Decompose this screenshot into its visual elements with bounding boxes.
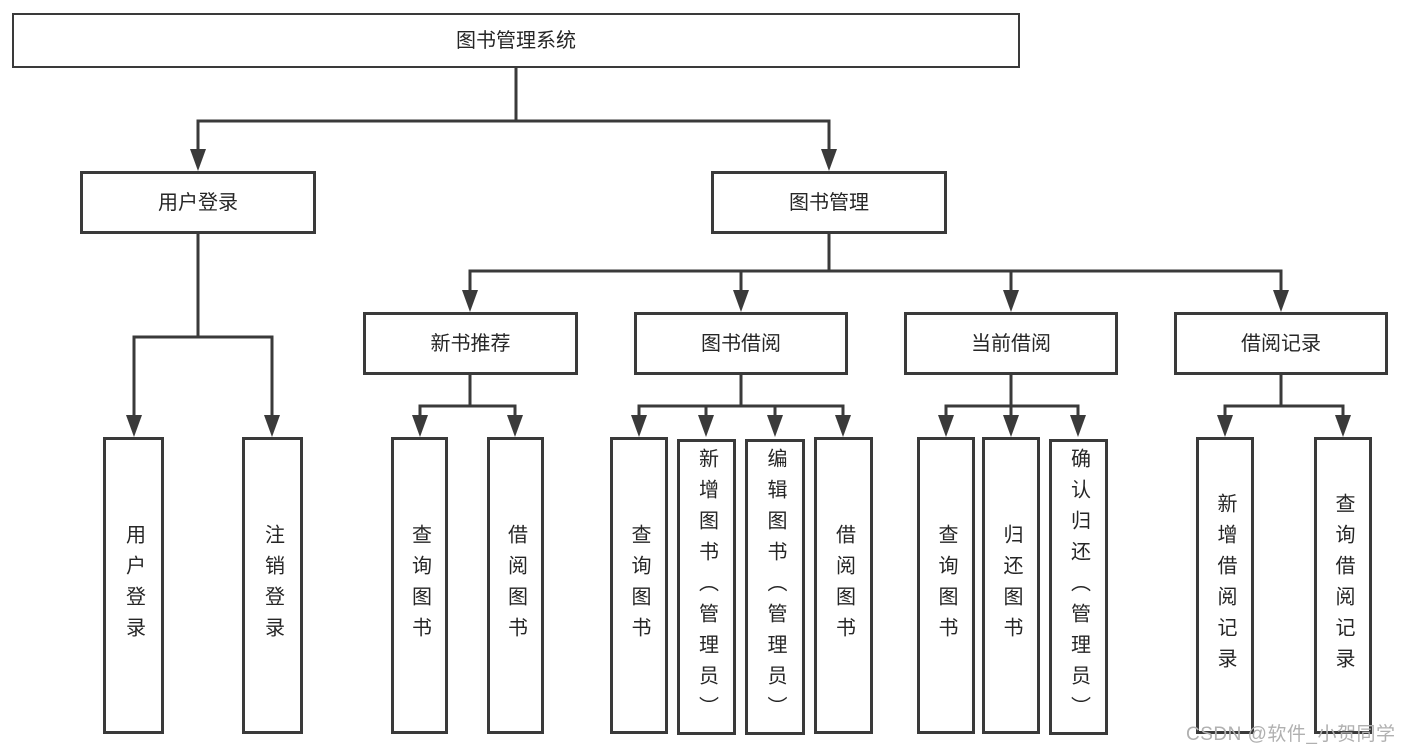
arrowhead	[821, 149, 837, 171]
node-leaf-borrow-books-2: 借阅图书	[814, 437, 873, 734]
connector-user-login-to-leaves	[126, 232, 280, 437]
arrowhead	[938, 415, 954, 437]
arrowhead	[733, 290, 749, 312]
arrowhead	[835, 415, 851, 437]
node-leaf-add-borrow-record: 新增借阅记录	[1196, 437, 1254, 734]
node-borrowing-records: 借阅记录	[1174, 312, 1388, 375]
connector-root-to-level2	[190, 66, 837, 171]
arrowhead	[507, 415, 523, 437]
arrowhead	[126, 415, 142, 437]
node-leaf-query-books-1: 查询图书	[391, 437, 448, 734]
node-leaf-query-borrow-record: 查询借阅记录	[1314, 437, 1372, 734]
node-leaf-logout: 注销登录	[242, 437, 303, 734]
node-leaf-confirm-return-admin: 确认归还（管理员）	[1049, 439, 1108, 735]
connector-book-borrow-to-leaves	[631, 373, 851, 437]
node-leaf-borrow-books-1: 借阅图书	[487, 437, 544, 734]
arrowhead	[767, 415, 783, 437]
arrowhead	[264, 415, 280, 437]
leaf-label: 查询图书	[628, 523, 650, 648]
arrowhead	[1070, 415, 1086, 437]
node-current-borrowing: 当前借阅	[904, 312, 1118, 375]
node-book-borrowing: 图书借阅	[634, 312, 848, 375]
arrowhead	[412, 415, 428, 437]
arrowhead	[1003, 415, 1019, 437]
leaf-label: 查询图书	[935, 523, 957, 648]
leaf-label: 确认归还（管理员）	[1067, 447, 1090, 727]
connector-new-book-rec-to-leaves	[412, 373, 523, 437]
node-leaf-user-login: 用户登录	[103, 437, 164, 734]
arrowhead	[631, 415, 647, 437]
leaf-label: 注销登录	[261, 523, 284, 648]
leaf-label: 归还图书	[1000, 523, 1022, 648]
node-leaf-query-books-3: 查询图书	[917, 437, 975, 734]
node-new-book-recommendation: 新书推荐	[363, 312, 578, 375]
arrowhead	[1335, 415, 1351, 437]
csdn-watermark: CSDN @软件_小贺同学	[1186, 724, 1396, 745]
connector-borrow-records-to-leaves	[1217, 373, 1351, 437]
arrowhead	[462, 290, 478, 312]
arrowhead	[1217, 415, 1233, 437]
leaf-label: 借阅图书	[832, 523, 855, 648]
connector-current-borrow-to-leaves	[938, 373, 1086, 437]
leaf-label: 新增借阅记录	[1214, 492, 1236, 679]
node-leaf-query-books-2: 查询图书	[610, 437, 668, 734]
node-user-login: 用户登录	[80, 171, 316, 234]
leaf-label: 编辑图书（管理员）	[764, 447, 786, 727]
leaf-label: 借阅图书	[504, 523, 527, 648]
connector-book-mgmt-to-level3	[462, 232, 1289, 312]
leaf-label: 查询图书	[408, 523, 431, 648]
node-leaf-edit-books-admin: 编辑图书（管理员）	[745, 439, 805, 735]
node-leaf-return-books: 归还图书	[982, 437, 1040, 734]
arrowhead	[1273, 290, 1289, 312]
leaf-label: 用户登录	[122, 523, 145, 648]
node-leaf-add-books-admin: 新增图书（管理员）	[677, 439, 736, 735]
arrowhead	[698, 415, 714, 437]
arrowhead	[190, 149, 206, 171]
leaf-label: 查询借阅记录	[1332, 492, 1354, 679]
node-book-management: 图书管理	[711, 171, 947, 234]
arrowhead	[1003, 290, 1019, 312]
leaf-label: 新增图书（管理员）	[695, 447, 718, 727]
node-library-management-system: 图书管理系统	[12, 13, 1020, 68]
